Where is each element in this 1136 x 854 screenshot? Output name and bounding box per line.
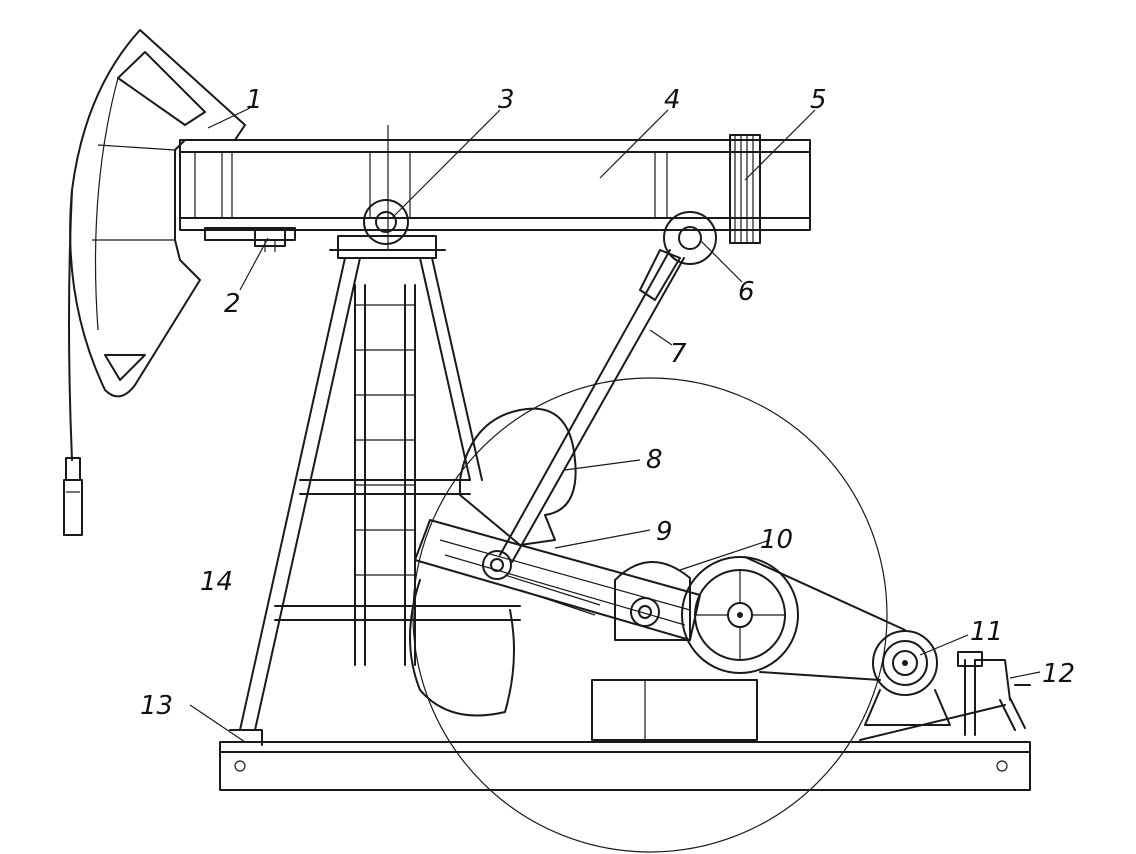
- callout-3: 3: [498, 85, 515, 115]
- samson-post: [229, 257, 521, 746]
- reducer-pulley: [681, 556, 799, 674]
- callout-6: 6: [738, 277, 755, 307]
- v-belt: [744, 556, 906, 681]
- horsehead: [63, 29, 246, 536]
- crank-counterweight: [409, 407, 577, 717]
- ladder: [354, 284, 416, 666]
- callout-1: 1: [246, 85, 263, 115]
- brake-unit: [204, 227, 296, 252]
- center-bearing: [329, 199, 446, 259]
- callout-labels: 1 2 3 4 5 6 7 8 9 10 11 12 13 14: [140, 85, 1075, 721]
- pitman-rod: [499, 211, 717, 563]
- callout-14: 14: [200, 567, 233, 597]
- callout-11: 11: [970, 617, 1003, 647]
- callout-2: 2: [224, 289, 241, 319]
- crank-swing-circle: [412, 377, 888, 853]
- walking-beam: [179, 125, 811, 250]
- callout-12: 12: [1042, 659, 1075, 689]
- belt-tensioner: [859, 651, 1031, 741]
- callout-4: 4: [664, 85, 681, 115]
- callout-9: 9: [656, 517, 673, 547]
- callout-leaders: [189, 107, 1041, 743]
- callout-7: 7: [670, 339, 687, 369]
- callout-13: 13: [140, 691, 173, 721]
- motor-pulley: [864, 630, 951, 726]
- callout-10: 10: [760, 525, 793, 555]
- base-frame: [219, 741, 1031, 791]
- reducer-base: [591, 561, 758, 741]
- callout-8: 8: [646, 445, 663, 475]
- callout-5: 5: [810, 85, 827, 115]
- beam-counterweight: [729, 134, 761, 244]
